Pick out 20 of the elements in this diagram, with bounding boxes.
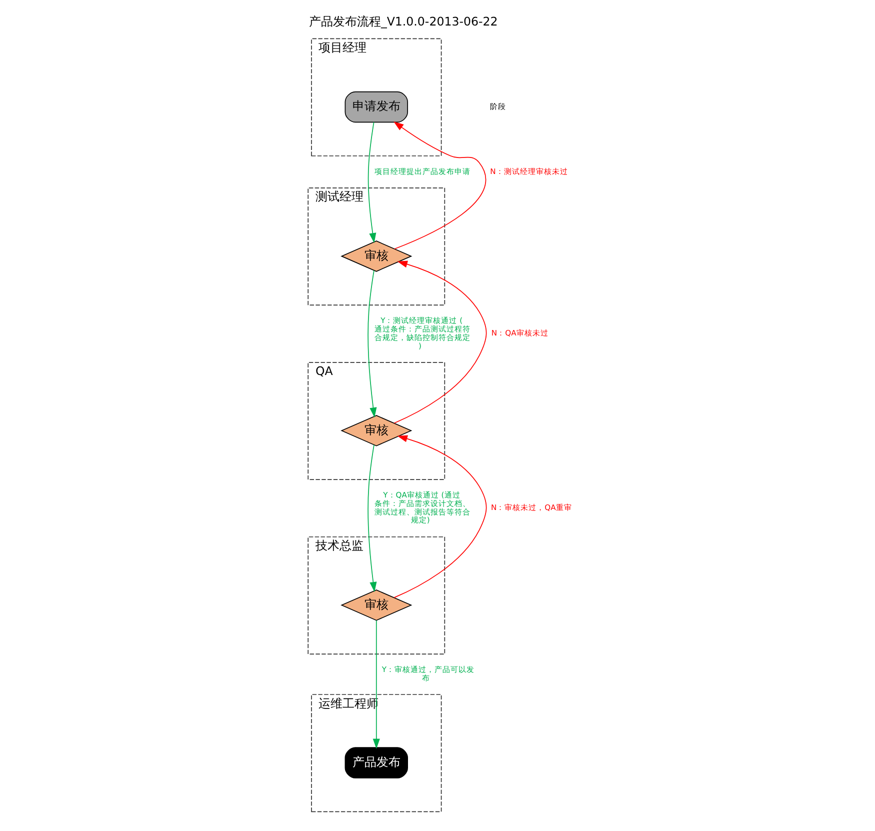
label: 阶段 <box>490 102 506 111</box>
node-diamond: 审核 <box>340 590 412 621</box>
arrow <box>368 444 377 592</box>
edge-label: Y：测试经理审核通过 (通过条件：产品测试过程符合规定，缺陷控制符合规定) <box>374 316 470 350</box>
edge-label: N：审核未过，QA重审 <box>491 503 572 512</box>
node-box: 申请发布 <box>344 91 408 123</box>
edge-label: N：测试经理审核未过 <box>490 166 568 176</box>
edge-label: N：QA审核未过 <box>491 328 548 338</box>
arrow <box>368 122 376 244</box>
node-box: 产品发布 <box>344 747 408 778</box>
arrow <box>394 121 486 250</box>
diagram-title: 产品发布流程_V1.0.0-2013-06-22 <box>308 14 498 28</box>
node-diamond: 审核 <box>340 240 412 272</box>
arrow <box>368 270 377 418</box>
node-diamond: 审核 <box>340 415 412 446</box>
edge-label: Y：审核通过，产品可以发布 <box>382 664 475 682</box>
arrow <box>394 435 487 598</box>
edge-label: Y：QA审核通过 (通过条件：产品需求设计文档、测试过程、测试报告等符合规定) <box>374 490 470 525</box>
edge-label: 项目经理提出产品发布申请 <box>374 166 470 176</box>
arrow <box>394 260 487 424</box>
